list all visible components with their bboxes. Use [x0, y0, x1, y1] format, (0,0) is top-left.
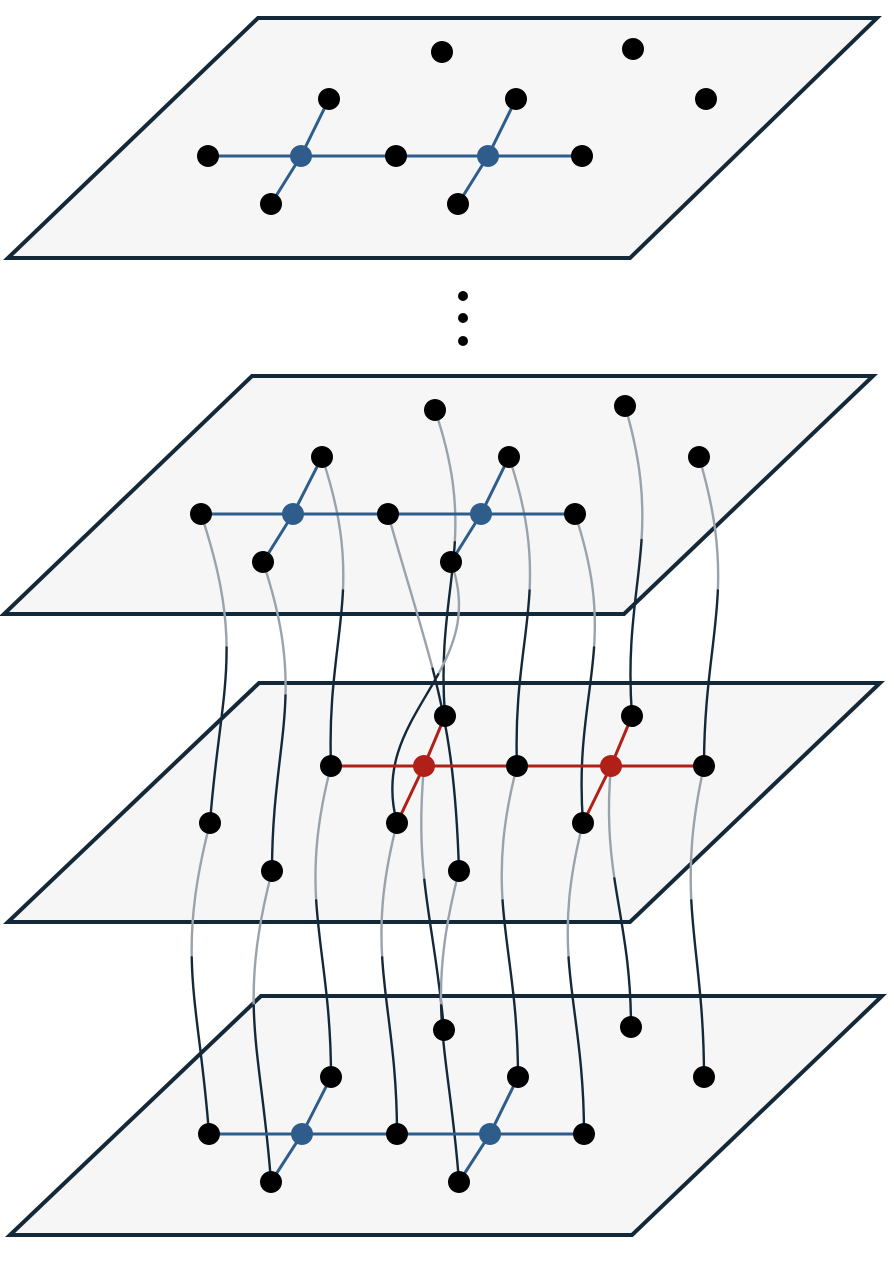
connector-upper-mid-5-lower-part	[391, 673, 440, 825]
layer-upper-node	[311, 446, 333, 468]
layer-upper-node	[252, 551, 274, 573]
layer-bottom-node	[448, 1171, 470, 1193]
layer-bottom-hub-node	[479, 1123, 501, 1145]
layer-middle-node	[693, 755, 715, 777]
layer-bottom-node	[573, 1123, 595, 1145]
layer-top-node	[622, 38, 644, 60]
layer-middle-plane	[2, 681, 885, 924]
layer-top-node	[447, 193, 469, 215]
layer-upper-hub-node	[470, 503, 492, 525]
connector-mid-bottom-5-upper-part	[439, 869, 461, 1007]
connector-mid-bottom-6-upper-part	[500, 764, 519, 902]
layer-bottom-node	[507, 1066, 529, 1088]
connector-upper-mid-3-lower-part	[431, 667, 461, 873]
connector-upper-mid-5-upper-part	[436, 560, 461, 676]
graph-nodes	[190, 38, 717, 1193]
ellipsis-dot	[458, 336, 468, 346]
layer-top-hub-node	[477, 145, 499, 167]
layer-bottom-node	[260, 1171, 282, 1193]
layer-top-node	[385, 145, 407, 167]
connector-mid-bottom-9-lower-part	[690, 899, 706, 1079]
layer-middle-node	[261, 860, 283, 882]
connector-mid-bottom-3-lower-part	[380, 956, 399, 1136]
connector-upper-mid-7-upper-part	[573, 512, 597, 649]
connector-mid-bottom-0-lower-part	[190, 956, 211, 1136]
layer-middle-hub-node	[413, 755, 435, 777]
layer-middle-node	[386, 812, 408, 834]
connector-upper-mid-9-upper-part	[697, 455, 720, 592]
layer-upper-hub-node	[282, 503, 304, 525]
connector-mid-bottom-2-lower-part	[314, 899, 333, 1079]
inter-layer-connectors	[190, 404, 720, 1184]
layer-upper-node	[377, 503, 399, 525]
connector-mid-bottom-1-upper-part	[252, 869, 274, 1007]
layer-upper-node	[190, 503, 212, 525]
planes	[0, 16, 887, 1237]
layer-middle-node	[506, 755, 528, 777]
connector-mid-bottom-7-lower-part	[567, 956, 586, 1136]
layer-top-node	[571, 145, 593, 167]
connector-upper-mid-2-lower-part	[329, 589, 345, 768]
layer-middle-hub-node	[600, 755, 622, 777]
connector-upper-mid-2-upper-part	[320, 455, 345, 592]
layer-upper-node	[440, 551, 462, 573]
connector-upper-mid-7-lower-part	[580, 646, 596, 825]
connector-upper-mid-8-upper-part	[623, 404, 644, 542]
layer-top-hub-node	[290, 145, 312, 167]
ellipsis-icon	[458, 291, 468, 346]
layer-middle-node	[572, 812, 594, 834]
connector-mid-bottom-6-lower-part	[501, 899, 520, 1079]
layer-upper-node	[564, 503, 586, 525]
layer-middle-node	[199, 812, 221, 834]
layer-bottom-plane	[4, 994, 887, 1237]
connector-mid-bottom-7-upper-part	[566, 821, 585, 959]
layer-upper-node	[688, 446, 710, 468]
connector-upper-mid-8-lower-part	[629, 538, 643, 718]
layer-upper-node	[498, 446, 520, 468]
layer-top-plane	[3, 16, 882, 260]
connector-mid-bottom-8-lower-part	[613, 877, 633, 1029]
layer-top-node	[431, 41, 453, 63]
layer-bottom-node	[433, 1019, 455, 1041]
layer-top-node	[260, 193, 282, 215]
layer-bottom-hub-node	[291, 1123, 313, 1145]
layer-bottom-node	[693, 1066, 715, 1088]
connector-mid-bottom-9-upper-part	[689, 764, 706, 902]
layer-top-node	[695, 88, 717, 110]
connector-mid-bottom-0-upper-part	[190, 821, 212, 959]
connector-mid-bottom-1-lower-part	[252, 1004, 273, 1184]
layer-bottom-node	[198, 1123, 220, 1145]
ellipsis-dot	[458, 313, 468, 323]
layer-middle-node	[621, 705, 643, 727]
layer-top-node	[197, 145, 219, 167]
connector-mid-bottom-4-upper-part	[420, 764, 426, 881]
layer-upper-node	[424, 399, 446, 421]
connector-mid-bottom-8-upper-part	[607, 764, 616, 880]
connector-mid-bottom-3-upper-part	[380, 821, 399, 959]
connector-upper-mid-6-lower-part	[515, 589, 531, 768]
layer-middle-node	[448, 860, 470, 882]
connector-upper-mid-1-upper-part	[261, 560, 287, 697]
connector-upper-mid-3-upper-part	[386, 512, 434, 670]
connector-upper-mid-1-lower-part	[270, 694, 287, 873]
layer-top-node	[318, 88, 340, 110]
connector-upper-mid-4-upper-part	[433, 408, 457, 544]
layer-upper-node	[614, 395, 636, 417]
connector-upper-mid-9-lower-part	[702, 589, 720, 768]
ellipsis-dot	[458, 291, 468, 301]
layer-bottom-node	[620, 1016, 642, 1038]
layer-middle-node	[434, 705, 456, 727]
layer-middle-node	[320, 755, 342, 777]
connector-mid-bottom-2-upper-part	[314, 764, 333, 902]
connector-upper-mid-6-upper-part	[507, 455, 532, 592]
layer-bottom-node	[320, 1066, 342, 1088]
connector-upper-mid-0-upper-part	[199, 512, 228, 649]
layer-upper-plane	[0, 374, 878, 616]
layer-top-node	[505, 88, 527, 110]
layer-bottom-node	[386, 1123, 408, 1145]
connector-upper-mid-0-lower-part	[208, 646, 228, 825]
